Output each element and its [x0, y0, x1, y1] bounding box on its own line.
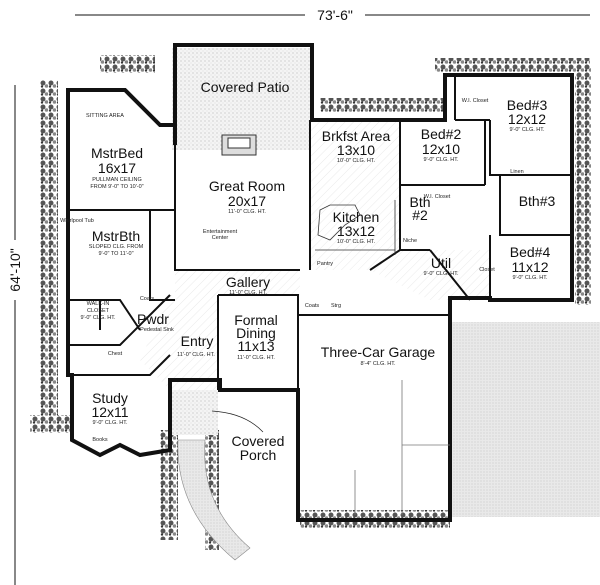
- garage-doors: [354, 380, 450, 515]
- svg-text:Center: Center: [212, 235, 229, 241]
- svg-text:CLOSET: CLOSET: [87, 308, 110, 314]
- svg-text:Coats: Coats: [305, 303, 320, 309]
- svg-text:Formal: Formal: [234, 312, 278, 328]
- svg-text:8'-4" CLG. HT.: 8'-4" CLG. HT.: [360, 361, 396, 367]
- svg-text:Bed#2: Bed#2: [421, 126, 462, 142]
- covered-porch-slab: [170, 390, 218, 435]
- room-study: Study 12x11 9'-0" CLG. HT. Books: [91, 390, 128, 443]
- svg-text:Pantry: Pantry: [317, 261, 333, 267]
- room-bed-3: Bed#3 12x12 9'-0" CLG. HT. W.I. Closet: [462, 97, 548, 133]
- interior-walls: [68, 75, 572, 390]
- svg-text:9'-0" CLG. HT.: 9'-0" CLG. HT.: [512, 275, 548, 281]
- svg-text:Closet: Closet: [479, 267, 495, 273]
- covered-patio: [172, 48, 312, 150]
- room-covered-patio: Covered Patio: [201, 79, 290, 95]
- svg-text:Brkfst Area: Brkfst Area: [322, 128, 391, 144]
- svg-text:Niche: Niche: [403, 238, 417, 244]
- room-entry: Entry 11'-0" CLG. HT.: [177, 333, 215, 358]
- svg-text:FROM 9'-0" TO 10'-0": FROM 9'-0" TO 10'-0": [90, 184, 143, 190]
- fireplace: [221, 134, 257, 156]
- svg-text:Whirlpool Tub: Whirlpool Tub: [60, 218, 94, 224]
- svg-text:Strg: Strg: [331, 303, 341, 309]
- svg-text:Dining: Dining: [236, 325, 276, 341]
- svg-text:20x17: 20x17: [228, 193, 266, 209]
- svg-text:9'-0" CLG. HT.: 9'-0" CLG. HT.: [80, 315, 116, 321]
- svg-text:Pwdr: Pwdr: [137, 311, 169, 327]
- room-walk-in-closet: WALK-IN CLOSET 9'-0" CLG. HT. Chest: [80, 301, 122, 357]
- svg-text:Covered Patio: Covered Patio: [201, 79, 290, 95]
- room-master-bedroom: SITTING AREA MstrBed 16x17 PULLMAN CEILI…: [86, 113, 144, 190]
- svg-text:Study: Study: [92, 390, 128, 406]
- room-bed-4: Bed#4 11x12 9'-0" CLG. HT. Closet: [479, 244, 550, 281]
- svg-text:12x12: 12x12: [508, 111, 546, 127]
- svg-text:Bth#3: Bth#3: [519, 193, 556, 209]
- shrubs: [30, 55, 591, 550]
- svg-text:PULLMAN CEILING: PULLMAN CEILING: [92, 177, 142, 183]
- walkway: [177, 439, 251, 561]
- svg-text:16x17: 16x17: [98, 160, 136, 176]
- room-breakfast-area: Brkfst Area 13x10 10'-0" CLG. HT.: [322, 128, 391, 164]
- svg-text:11'-0" CLG. HT.: 11'-0" CLG. HT.: [229, 290, 267, 296]
- svg-text:11'-0" CLG. HT.: 11'-0" CLG. HT.: [228, 209, 266, 215]
- room-kitchen: Kitchen 13x12 10'-0" CLG. HT. Pantry: [317, 209, 379, 267]
- svg-text:Coats: Coats: [140, 296, 155, 302]
- svg-text:Util: Util: [431, 255, 451, 271]
- svg-text:Linen: Linen: [510, 169, 523, 175]
- svg-text:#2: #2: [412, 207, 428, 223]
- svg-text:10'-0" CLG. HT.: 10'-0" CLG. HT.: [337, 158, 376, 164]
- svg-text:Entertainment: Entertainment: [203, 229, 238, 235]
- svg-text:11'-0" CLG. HT.: 11'-0" CLG. HT.: [237, 355, 275, 361]
- room-utility: Util 9'-0" CLG. HT.: [423, 255, 459, 277]
- svg-text:11x13: 11x13: [237, 338, 274, 354]
- room-covered-porch: Covered Porch: [211, 410, 285, 463]
- svg-text:MstrBth: MstrBth: [92, 228, 140, 244]
- svg-text:12x11: 12x11: [91, 404, 128, 420]
- svg-text:9'-0" CLG. HT.: 9'-0" CLG. HT.: [92, 420, 128, 426]
- kitchen-island: [315, 200, 396, 255]
- svg-text:Books: Books: [92, 437, 108, 443]
- svg-text:WALK-IN: WALK-IN: [87, 301, 110, 307]
- svg-text:11'-0" CLG. HT.: 11'-0" CLG. HT.: [177, 352, 215, 358]
- room-formal-dining: Formal Dining 11x13 11'-0" CLG. HT.: [234, 312, 278, 361]
- svg-text:Pedestal Sink: Pedestal Sink: [140, 327, 174, 333]
- svg-text:Porch: Porch: [240, 447, 277, 463]
- svg-text:Bth: Bth: [409, 194, 430, 210]
- driveway: [450, 322, 600, 517]
- svg-text:73'-6": 73'-6": [317, 7, 353, 23]
- svg-text:Bed#4: Bed#4: [510, 244, 551, 260]
- svg-text:10'-0" CLG. HT.: 10'-0" CLG. HT.: [337, 239, 376, 245]
- room-great-room: Great Room 20x17 11'-0" CLG. HT. Enterta…: [203, 178, 285, 241]
- room-powder: Coats Pwdr Pedestal Sink: [137, 296, 174, 333]
- room-bed-2: Bed#2 12x10 9'-0" CLG. HT. W.I. Closet: [421, 126, 462, 200]
- svg-text:Entry: Entry: [181, 333, 214, 349]
- svg-text:W.I. Closet: W.I. Closet: [424, 194, 451, 200]
- svg-text:9'-0" CLG. HT.: 9'-0" CLG. HT.: [509, 127, 545, 133]
- svg-text:Gallery: Gallery: [226, 274, 270, 290]
- svg-text:9'-0" CLG. HT.: 9'-0" CLG. HT.: [423, 271, 459, 277]
- width-dimension: 73'-6": [75, 5, 590, 23]
- room-bath-3: Bth#3 Linen: [510, 169, 555, 209]
- svg-text:W.I. Closet: W.I. Closet: [462, 98, 489, 104]
- svg-text:9'-0" TO 11'-0": 9'-0" TO 11'-0": [98, 251, 133, 257]
- svg-text:Three-Car Garage: Three-Car Garage: [321, 344, 436, 360]
- svg-text:SLOPED CLG. FROM: SLOPED CLG. FROM: [89, 244, 144, 250]
- svg-text:12x10: 12x10: [422, 141, 460, 157]
- room-bath-2: Bth #2 Niche: [403, 194, 431, 244]
- room-master-bath: Whirlpool Tub MstrBth SLOPED CLG. FROM 9…: [60, 218, 143, 257]
- room-gallery: Gallery 11'-0" CLG. HT. Coats Strg: [226, 274, 341, 309]
- svg-text:64'-10": 64'-10": [7, 248, 23, 291]
- svg-text:9'-0" CLG. HT.: 9'-0" CLG. HT.: [423, 157, 459, 163]
- svg-text:MstrBed: MstrBed: [91, 145, 143, 161]
- svg-text:13x12: 13x12: [337, 223, 375, 239]
- svg-text:Great Room: Great Room: [209, 178, 285, 194]
- svg-text:Covered: Covered: [232, 433, 285, 449]
- svg-text:Bed#3: Bed#3: [507, 97, 548, 113]
- room-three-car-garage: Three-Car Garage 8'-4" CLG. HT.: [321, 344, 436, 367]
- svg-text:Kitchen: Kitchen: [333, 209, 380, 225]
- svg-text:11x12: 11x12: [511, 259, 548, 275]
- depth-dimension: 64'-10": [5, 85, 25, 585]
- svg-text:Chest: Chest: [108, 351, 123, 357]
- svg-text:SITTING AREA: SITTING AREA: [86, 113, 124, 119]
- svg-text:13x10: 13x10: [337, 142, 375, 158]
